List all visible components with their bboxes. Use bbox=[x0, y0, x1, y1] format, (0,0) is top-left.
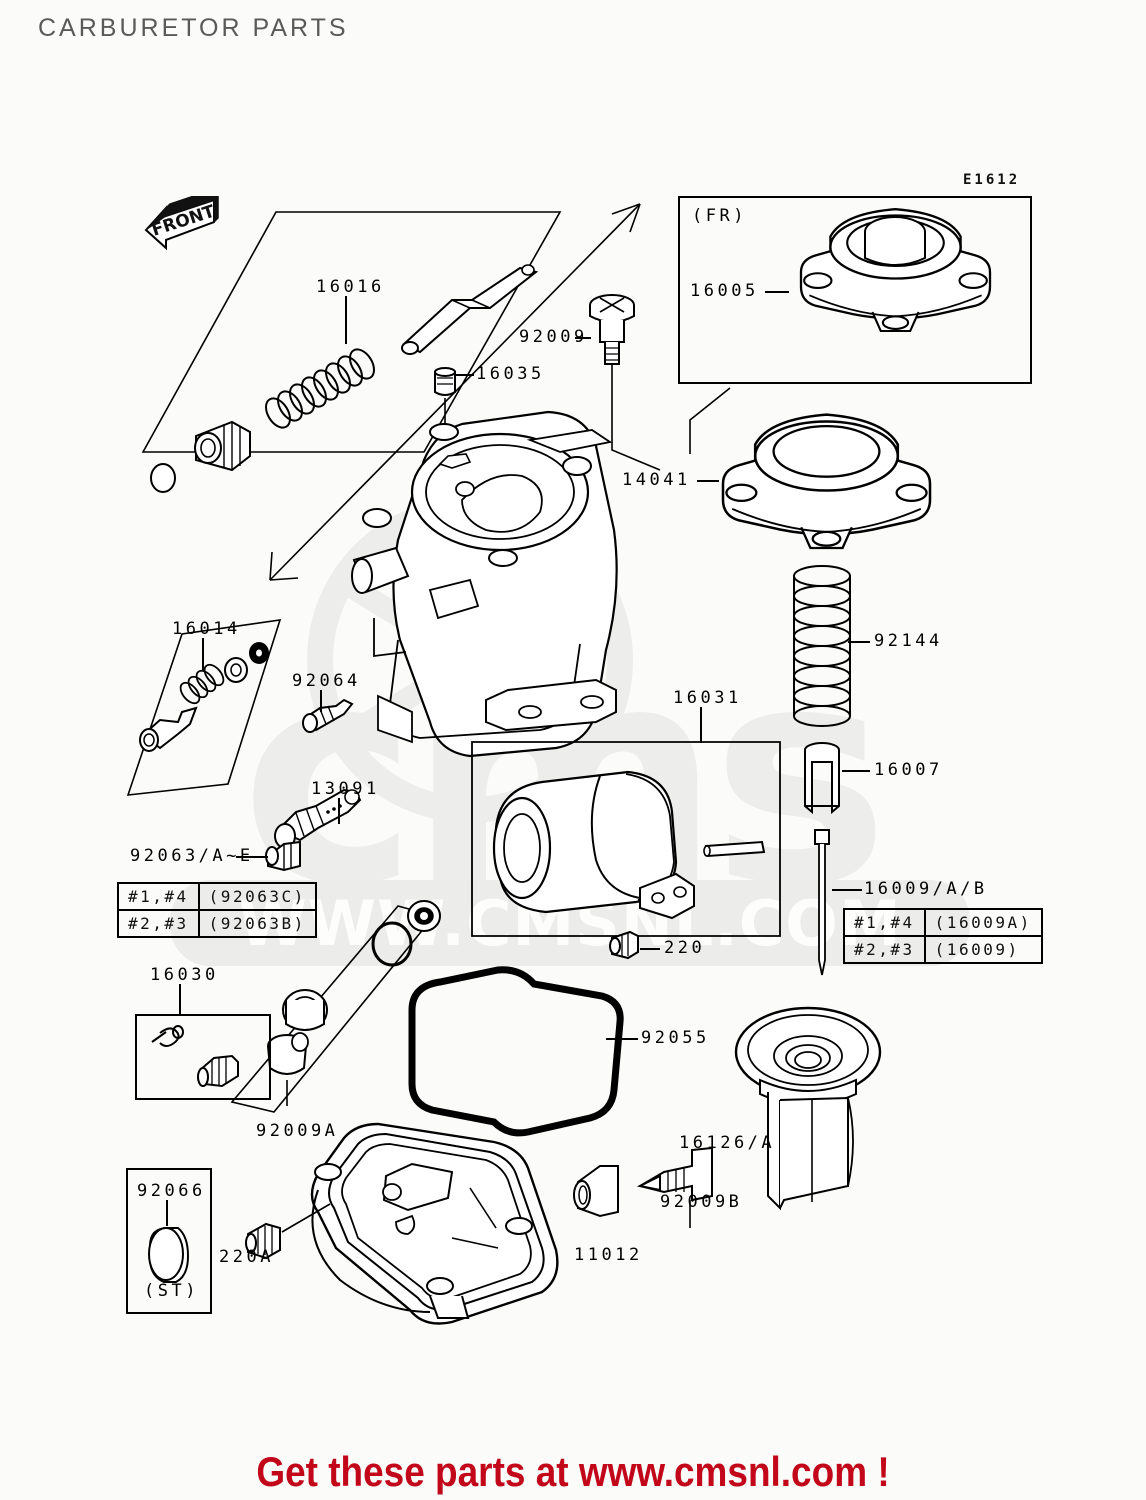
label-92066-note: (ST) bbox=[144, 1281, 199, 1301]
table-row: #2,#3 (16009) bbox=[843, 935, 1043, 964]
part-92066-group bbox=[148, 1227, 190, 1283]
part-92064-group bbox=[302, 698, 354, 733]
needle-row0-part: (16009A) bbox=[923, 908, 1043, 937]
leader-16007 bbox=[842, 770, 870, 772]
leader-92144 bbox=[848, 641, 870, 643]
part-16030-group bbox=[151, 1025, 239, 1088]
label-16035: 16035 bbox=[476, 364, 545, 384]
leader-16031 bbox=[700, 707, 702, 743]
jet-row0-cyl: #1,#4 bbox=[117, 882, 200, 911]
inset-16005-group bbox=[799, 208, 992, 333]
label-92055: 92055 bbox=[641, 1028, 710, 1048]
front-direction-arrow: FRONT bbox=[144, 196, 219, 251]
box-92066 bbox=[126, 1168, 212, 1314]
label-220A: 220A bbox=[219, 1247, 274, 1267]
inset-view-label: (FR) bbox=[692, 206, 747, 226]
part-92144-group bbox=[793, 565, 851, 727]
label-13091: 13091 bbox=[311, 779, 380, 799]
label-16030: 16030 bbox=[150, 965, 219, 985]
part-16007-group bbox=[804, 742, 840, 815]
leader-16014 bbox=[202, 638, 204, 670]
part-220-group bbox=[609, 930, 639, 960]
part-92009B-group bbox=[636, 1146, 713, 1228]
leader-92055 bbox=[606, 1038, 638, 1040]
label-92009: 92009 bbox=[519, 327, 588, 347]
label-16014: 16014 bbox=[172, 619, 241, 639]
label-16007: 16007 bbox=[874, 760, 943, 780]
needle-row1-cyl: #2,#3 bbox=[843, 935, 926, 964]
part-14041-group bbox=[689, 387, 932, 550]
part-92063-group bbox=[265, 840, 301, 872]
part-16031-group bbox=[471, 741, 781, 937]
part-16126-group bbox=[734, 1006, 882, 1211]
label-92064: 92064 bbox=[292, 671, 361, 691]
leader-16030 bbox=[179, 984, 181, 1014]
part-16014-group bbox=[126, 619, 282, 796]
leader-16016 bbox=[345, 296, 347, 344]
part-16009-group bbox=[814, 829, 830, 976]
footer-promo-text: Get these parts at www.cmsnl.com ! bbox=[256, 1448, 890, 1495]
jet-row1-part: (92063B) bbox=[197, 909, 317, 938]
table-row: #1,#4 (16009A) bbox=[843, 908, 1043, 937]
table-row: #2,#3 (92063B) bbox=[117, 909, 317, 938]
label-220: 220 bbox=[664, 938, 706, 958]
table-row: #1,#4 (92063C) bbox=[117, 882, 317, 911]
leader-220 bbox=[640, 948, 660, 950]
box-16030 bbox=[135, 1014, 271, 1100]
label-92066: 92066 bbox=[137, 1181, 206, 1201]
label-16005: 16005 bbox=[690, 281, 759, 301]
part-11012-group bbox=[573, 1165, 619, 1218]
label-92063: 92063/A~E bbox=[130, 846, 254, 866]
figure-code: E1612 bbox=[963, 172, 1021, 188]
label-16016: 16016 bbox=[316, 277, 385, 297]
inset-box-fr bbox=[678, 196, 1032, 384]
label-16031: 16031 bbox=[673, 688, 742, 708]
label-16126: 16126/A bbox=[679, 1133, 776, 1153]
leader-13091 bbox=[338, 798, 340, 824]
part-92055-group bbox=[408, 966, 624, 1137]
jet-row0-part: (92063C) bbox=[197, 882, 317, 911]
label-92144: 92144 bbox=[874, 631, 943, 651]
label-14041: 14041 bbox=[622, 470, 691, 490]
leader-16005 bbox=[765, 291, 789, 293]
part-220A-group bbox=[245, 1203, 331, 1260]
label-16009: 16009/A/B bbox=[864, 879, 988, 899]
leader-16009 bbox=[832, 889, 862, 891]
needle-row0-cyl: #1,#4 bbox=[843, 908, 926, 937]
needle-row1-part: (16009) bbox=[923, 935, 1043, 964]
part-92009-group bbox=[589, 294, 661, 471]
jet-row1-cyl: #2,#3 bbox=[117, 909, 200, 938]
leader-16035 bbox=[456, 374, 474, 376]
page-title: CARBURETOR PARTS bbox=[38, 14, 349, 42]
leader-92064 bbox=[320, 690, 322, 712]
part-seat-panel bbox=[230, 900, 441, 1113]
leader-92063 bbox=[236, 856, 268, 858]
needle-variant-table: #1,#4 (16009A) #2,#3 (16009) bbox=[843, 908, 1043, 964]
leader-92009 bbox=[575, 337, 591, 339]
label-11012: 11012 bbox=[574, 1245, 643, 1265]
carburetor-body bbox=[351, 410, 618, 758]
float-bowl-group bbox=[310, 1122, 559, 1325]
label-92009B: 92009B bbox=[660, 1192, 743, 1212]
leader-14041 bbox=[697, 480, 719, 482]
part-92009A-group bbox=[267, 1032, 309, 1106]
part-16016-group bbox=[141, 203, 641, 581]
label-92009A: 92009A bbox=[256, 1121, 339, 1141]
jet-variant-table: #1,#4 (92063C) #2,#3 (92063B) bbox=[117, 882, 317, 938]
leader-92066 bbox=[166, 1200, 168, 1226]
